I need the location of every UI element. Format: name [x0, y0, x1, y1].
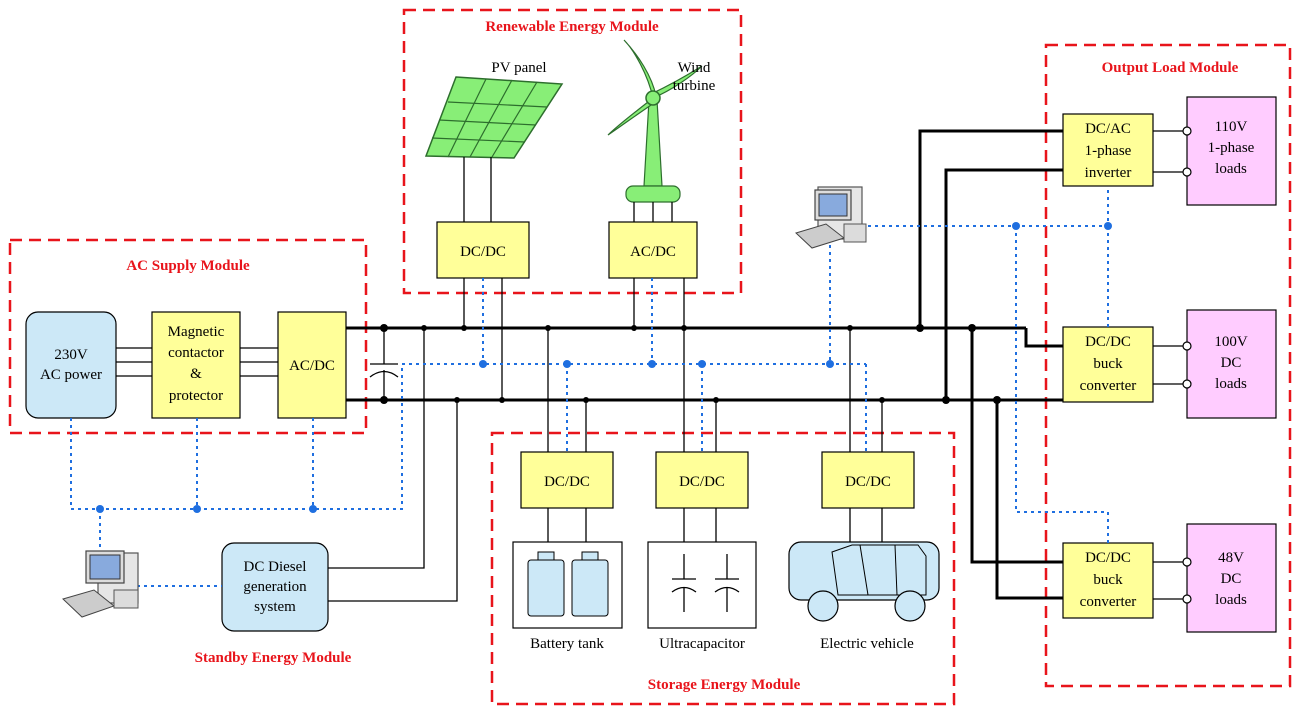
pv-panel-label: PV panel: [491, 60, 546, 76]
pv-panel-icon: [424, 76, 564, 159]
buck-converter-48v: [1062, 542, 1154, 619]
dc-ac-inverter: [1062, 113, 1154, 187]
wind-ac-dc-converter: [608, 221, 698, 279]
load3-label-3: loads: [1215, 592, 1247, 608]
battery-dc-dc-converter: [520, 451, 614, 509]
diesel-wires: [328, 328, 458, 602]
wind-converter-label: AC/DC: [630, 244, 676, 260]
ultracapacitor-label: Ultracapacitor: [659, 636, 745, 652]
diesel-label-1: DC Diesel: [244, 559, 307, 575]
load2-label-2: DC: [1221, 355, 1242, 371]
communication-nodes: [96, 222, 1112, 513]
buck1-label-3: converter: [1080, 378, 1137, 394]
diesel-label-2: generation: [243, 579, 307, 595]
buck2-label-3: converter: [1080, 594, 1137, 610]
ac-dc-rectifier: [277, 311, 347, 419]
inverter-label-1: DC/AC: [1085, 121, 1131, 137]
wind-turbine-label-1: Wind: [678, 60, 711, 76]
ev-converter-label: DC/DC: [845, 474, 891, 490]
three-phase-wires: [116, 347, 278, 377]
contactor-label-1: Magnetic: [168, 324, 225, 340]
ac-supply-module-title: AC Supply Module: [126, 258, 250, 274]
output-load-module-title: Output Load Module: [1102, 60, 1239, 76]
load2-label-3: loads: [1215, 376, 1247, 392]
bus-capacitor: [369, 328, 399, 400]
output-load-module-frame: [1044, 43, 1292, 688]
diesel-label-3: system: [254, 599, 296, 615]
contactor-label-2: contactor: [168, 345, 224, 361]
load-100v-dc: [1186, 309, 1277, 419]
load-110v-1phase: [1186, 96, 1277, 206]
load1-label-2: 1-phase: [1208, 140, 1255, 156]
battery-tank-label: Battery tank: [530, 636, 604, 652]
battery-converter-label: DC/DC: [544, 474, 590, 490]
electric-vehicle-label: Electric vehicle: [820, 636, 914, 652]
ev-dc-dc-converter: [821, 451, 915, 509]
load1-label-1: 110V: [1215, 119, 1248, 135]
ac-power-source: [25, 311, 117, 419]
load1-label-3: loads: [1215, 161, 1247, 177]
inverter-label-2: 1-phase: [1085, 143, 1132, 159]
ac-power-label-1: 230V: [54, 347, 88, 363]
pv-converter-label: DC/DC: [460, 244, 506, 260]
ac-supply-module-frame: [8, 238, 368, 435]
electric-vehicle-icon: [788, 541, 940, 622]
standby-module-title: Standby Energy Module: [195, 650, 352, 666]
renewable-module-title: Renewable Energy Module: [485, 19, 659, 35]
computer-icon-top: [795, 186, 867, 249]
storage-wires: [547, 328, 883, 542]
load3-label-1: 48V: [1218, 550, 1244, 566]
wind-turbine-label-2: turbine: [673, 78, 716, 94]
load3-label-2: DC: [1221, 571, 1242, 587]
storage-module-title: Storage Energy Module: [648, 677, 801, 693]
bus-junctions: [380, 324, 1001, 404]
contactor-label-4: protector: [169, 388, 223, 404]
wind-turbine-icon: [607, 39, 703, 203]
renewable-module-frame: [402, 8, 743, 295]
load2-label-1: 100V: [1214, 334, 1248, 350]
ultracap-converter-label: DC/DC: [679, 474, 725, 490]
rectifier-label: AC/DC: [289, 358, 335, 374]
storage-module-frame: [490, 431, 956, 706]
load-48v-dc: [1186, 523, 1277, 633]
buck1-label-1: DC/DC: [1085, 334, 1131, 350]
buck2-label-2: buck: [1093, 572, 1123, 588]
ultracap-dc-dc-converter: [655, 451, 749, 509]
ultracapacitor-icon: [647, 541, 757, 629]
battery-tank-icon: [512, 541, 623, 629]
inverter-label-3: inverter: [1085, 165, 1132, 181]
buck1-label-2: buck: [1093, 356, 1123, 372]
load-terminals: [1153, 126, 1192, 604]
contactor-label-3: &: [190, 366, 202, 382]
buck2-label-1: DC/DC: [1085, 550, 1131, 566]
pv-dc-dc-converter: [436, 221, 530, 279]
buck-converter-100v: [1062, 326, 1154, 403]
computer-icon-bottom: [62, 550, 139, 618]
renewable-wires: [463, 157, 685, 400]
ac-power-label-2: AC power: [40, 367, 102, 383]
